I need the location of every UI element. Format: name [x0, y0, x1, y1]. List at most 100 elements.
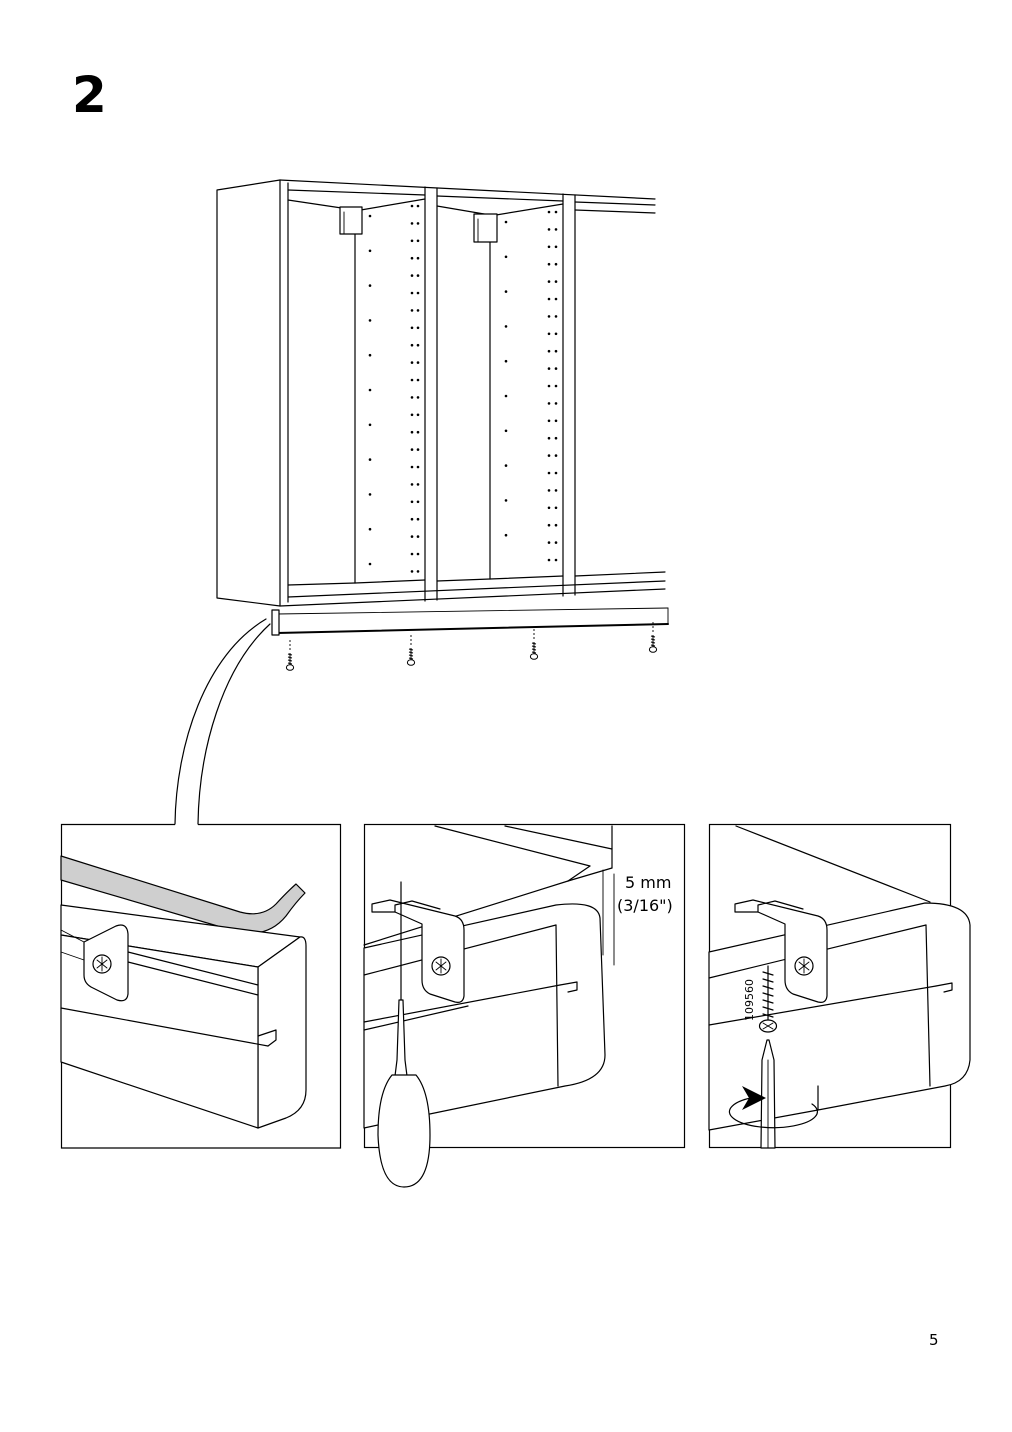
- shelf-pin-hole: [410, 517, 414, 521]
- shelf-pin-hole: [547, 210, 551, 214]
- rotate-clockwise-icon: [728, 1086, 819, 1129]
- shelf-pin-hole: [410, 343, 414, 347]
- shelf-pin-hole: [416, 274, 420, 277]
- shelf-pin-hole: [416, 361, 420, 364]
- shelf-pin-hole: [410, 483, 414, 486]
- detail-panel-fix-screw: 109560: [708, 823, 971, 1149]
- cabinet-bottom-edge: [735, 825, 931, 903]
- shelf-pin-hole: [416, 517, 420, 521]
- shelf-pin-hole: [368, 353, 372, 357]
- shelf-pin-hole: [547, 297, 551, 301]
- shelf-pin-hole: [554, 523, 558, 527]
- shelf-pin-hole: [416, 448, 420, 451]
- screw-icon: [648, 621, 658, 653]
- shelf-pin-hole: [554, 262, 558, 266]
- shelf-pin-hole: [554, 402, 558, 405]
- shelf-pin-hole: [554, 349, 558, 353]
- suspension-bracket-left: [339, 206, 363, 235]
- shelf-pin-hole: [554, 280, 558, 283]
- shelf-pin-hole: [410, 256, 414, 260]
- screw-head-icon: [794, 956, 814, 976]
- shelf-pin-hole: [410, 378, 414, 382]
- detail-panel-position-rail: 5 mm (3/16"): [363, 823, 686, 1188]
- shelf-pin-hole: [368, 562, 372, 566]
- shelf-pin-hole: [368, 423, 372, 427]
- screw-icon: [285, 639, 295, 671]
- cabinet-top-rail: [279, 179, 656, 214]
- shelf-pin-hole: [410, 570, 414, 573]
- shelf-pin-hole: [547, 489, 551, 492]
- cabinet-side-panel: [216, 179, 281, 607]
- shelf-pin-hole: [554, 489, 558, 492]
- mounting-clip: [734, 899, 828, 1003]
- shelf-pin-hole: [547, 349, 551, 353]
- shelf-pin-hole: [410, 413, 414, 417]
- cabinet-front-stiles: [287, 182, 576, 603]
- shelf-pin-hole: [416, 291, 420, 295]
- screw-head-icon: [431, 956, 451, 976]
- shelf-pin-hole: [416, 570, 420, 573]
- shelf-pin-hole: [410, 361, 414, 364]
- shelf-pin-hole: [547, 454, 551, 457]
- suspension-bracket-right: [473, 213, 498, 243]
- detail-callout-tail: [174, 618, 271, 825]
- shelf-pin-hole: [554, 228, 558, 231]
- shelf-pin-hole: [547, 315, 551, 318]
- shelf-pin-hole: [554, 367, 558, 370]
- shelf-pin-hole: [410, 430, 414, 434]
- mounting-clip: [371, 899, 465, 1003]
- bent-cover-strip: [60, 855, 306, 934]
- shelf-pin-hole: [554, 384, 558, 388]
- screw-icon: [406, 634, 416, 666]
- shelf-pin-hole: [554, 210, 558, 214]
- shelf-pin-hole: [416, 500, 420, 504]
- shelf-pin-hole: [410, 465, 414, 469]
- shelf-pin-hole: [368, 319, 372, 322]
- shelf-pin-holes: [368, 204, 558, 573]
- shelf-pin-hole: [368, 284, 372, 287]
- shelf-pin-hole: [504, 394, 508, 398]
- shelf-pin-hole: [554, 245, 558, 249]
- shelf-pin-hole: [547, 228, 551, 231]
- shelf-pin-hole: [416, 204, 420, 208]
- cabinet-interior: [287, 198, 666, 586]
- shelf-pin-hole: [547, 367, 551, 370]
- shelf-pin-hole: [416, 430, 420, 434]
- cabinet-bottom-board: [363, 825, 613, 946]
- shelf-pin-hole: [504, 429, 508, 433]
- shelf-pin-hole: [547, 262, 551, 266]
- shelf-pin-hole: [547, 558, 551, 562]
- shelf-pin-hole: [410, 448, 414, 451]
- shelf-pin-hole: [416, 239, 420, 243]
- shelf-pin-hole: [547, 523, 551, 527]
- screw-icon: [529, 628, 539, 660]
- shelf-pin-hole: [554, 558, 558, 562]
- shelf-pin-hole: [504, 464, 508, 467]
- shelf-pin-hole: [554, 419, 558, 423]
- screw-head-icon: [92, 954, 112, 974]
- shelf-pin-hole: [416, 378, 420, 382]
- gap-metric-label: 5 mm: [625, 873, 671, 892]
- shelf-pin-hole: [554, 541, 558, 544]
- shelf-pin-hole: [547, 245, 551, 249]
- shelf-pin-hole: [547, 506, 551, 510]
- shelf-pin-hole: [368, 493, 372, 496]
- shelf-pin-hole: [368, 458, 372, 461]
- shelf-pin-hole: [410, 326, 414, 330]
- gap-dimension-lines: [602, 869, 615, 966]
- shelf-pin-hole: [410, 222, 414, 225]
- shelf-pin-hole: [504, 533, 508, 537]
- shelf-pin-hole: [554, 454, 558, 457]
- screwdriver: [377, 881, 431, 1188]
- shelf-pin-hole: [547, 332, 551, 336]
- shelf-pin-hole: [554, 297, 558, 301]
- shelf-pin-hole: [554, 506, 558, 510]
- panel-frame: [60, 823, 342, 1149]
- shelf-pin-hole: [416, 309, 420, 312]
- shelf-pin-hole: [554, 315, 558, 318]
- shelf-pin-hole: [368, 249, 372, 253]
- shelf-pin-hole: [504, 325, 508, 328]
- shelf-pin-hole: [368, 388, 372, 392]
- cover-strip: [271, 607, 669, 636]
